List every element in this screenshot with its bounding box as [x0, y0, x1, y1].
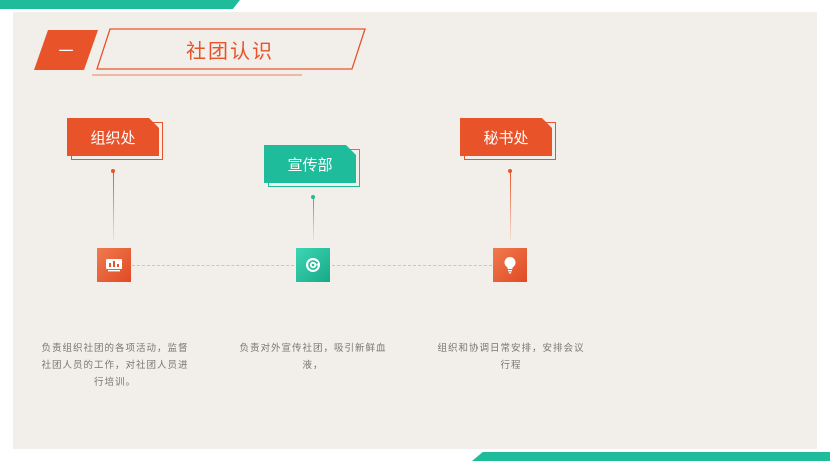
department-description-1: 负责组织社团的各项活动，监督社团人员的工作，对社团人员进行培训。: [41, 343, 189, 388]
connector-dot-2: [311, 195, 315, 199]
bottom-accent-bar: [472, 452, 830, 461]
connector-line-2: [332, 265, 492, 266]
department-name-2: 宣传部: [264, 145, 356, 183]
department-tag-3: 秘书处: [460, 118, 556, 160]
department-tag-1: 组织处: [67, 118, 163, 160]
lightbulb-icon: [504, 257, 516, 274]
department-description-3: 组织和协调日常安排，安排会议行程: [437, 343, 585, 371]
connector-vertical-1: [113, 172, 114, 240]
chart-board-icon: [106, 259, 122, 272]
department-description-2: 负责对外宣传社团，吸引新鲜血液，: [239, 343, 387, 371]
refresh-cycle-icon: [306, 258, 320, 272]
page-title: 社团认识: [186, 38, 274, 63]
section-number: 一: [58, 41, 74, 60]
department-name-3: 秘书处: [460, 118, 552, 156]
department-tag-2: 宣传部: [264, 145, 360, 187]
connector-vertical-2: [313, 198, 314, 240]
connector-line-1: [132, 265, 294, 266]
connector-vertical-3: [510, 172, 511, 240]
connector-dot-3: [508, 169, 512, 173]
top-accent-bar: [0, 0, 240, 9]
title-frame: [96, 28, 366, 70]
title-underline: [92, 74, 302, 76]
department-name-1: 组织处: [67, 118, 159, 156]
department-icon-box-2: [296, 248, 330, 282]
connector-dot-1: [111, 169, 115, 173]
department-icon-box-3: [493, 248, 527, 282]
department-icon-box-1: [97, 248, 131, 282]
slide-background: [13, 12, 817, 449]
